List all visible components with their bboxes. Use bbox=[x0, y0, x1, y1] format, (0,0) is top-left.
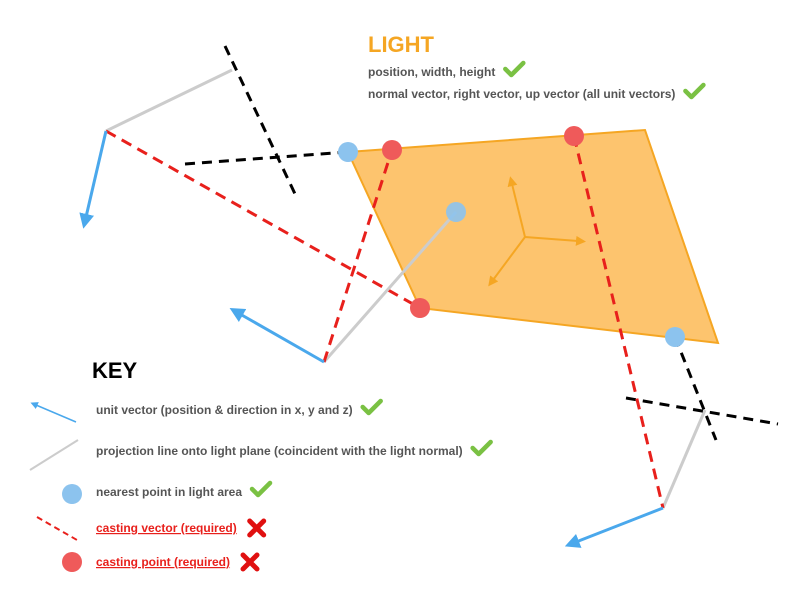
example-top-left bbox=[79, 45, 421, 310]
light-plane bbox=[346, 128, 720, 345]
perpendicular-plane-line bbox=[223, 45, 298, 197]
projection-line bbox=[661, 409, 707, 509]
casting-point bbox=[564, 126, 584, 146]
projection-line-icon bbox=[29, 439, 79, 471]
example-bottom-right bbox=[564, 135, 779, 548]
unit-vector-arrow bbox=[564, 506, 664, 548]
check-icon bbox=[360, 398, 383, 416]
casting-vector bbox=[322, 149, 394, 363]
light-property-text: normal vector, right vector, up vector (… bbox=[368, 87, 675, 101]
key-title: KEY bbox=[92, 358, 138, 383]
unit-vector-arrow bbox=[229, 308, 325, 364]
perpendicular-plane-line bbox=[184, 150, 349, 166]
cross-icon bbox=[247, 518, 267, 538]
nearest-point bbox=[446, 202, 466, 222]
check-icon bbox=[470, 439, 493, 457]
casting-point-dot-icon bbox=[62, 552, 82, 572]
key-item-text: casting vector (required) bbox=[96, 521, 237, 535]
casting-point bbox=[382, 140, 402, 160]
key-item-text: nearest point in light area bbox=[96, 485, 242, 499]
casting-vector bbox=[105, 129, 421, 310]
light-normal-vector-arrow bbox=[488, 236, 526, 287]
check-icon bbox=[503, 60, 526, 78]
light-property-text: position, width, height bbox=[368, 65, 495, 79]
projection-line bbox=[322, 211, 458, 363]
nearest-point bbox=[665, 327, 685, 347]
nearest-point bbox=[338, 142, 358, 162]
light-axes bbox=[488, 176, 586, 287]
perpendicular-plane-line bbox=[625, 396, 779, 426]
light-up-vector-arrow bbox=[507, 176, 526, 238]
light-right-vector-arrow bbox=[524, 235, 586, 246]
check-icon bbox=[683, 82, 706, 100]
key-item-text: projection line onto light plane (coinci… bbox=[96, 444, 463, 458]
perpendicular-plane-line bbox=[673, 336, 718, 441]
check-icon bbox=[249, 480, 273, 498]
unit-vector-arrow-icon bbox=[30, 402, 77, 423]
casting-point bbox=[410, 298, 430, 318]
light-title: LIGHT bbox=[368, 32, 435, 57]
nearest-point-dot-icon bbox=[62, 484, 82, 504]
unit-vector-arrow bbox=[79, 130, 108, 229]
key-item-text: unit vector (position & direction in x, … bbox=[96, 403, 353, 417]
projection-line bbox=[105, 68, 233, 133]
cross-icon bbox=[240, 552, 260, 572]
casting-vector-dashed-icon bbox=[36, 516, 78, 541]
casting-vector bbox=[572, 135, 665, 509]
example-center bbox=[229, 149, 458, 364]
key-item-text: casting point (required) bbox=[96, 555, 230, 569]
